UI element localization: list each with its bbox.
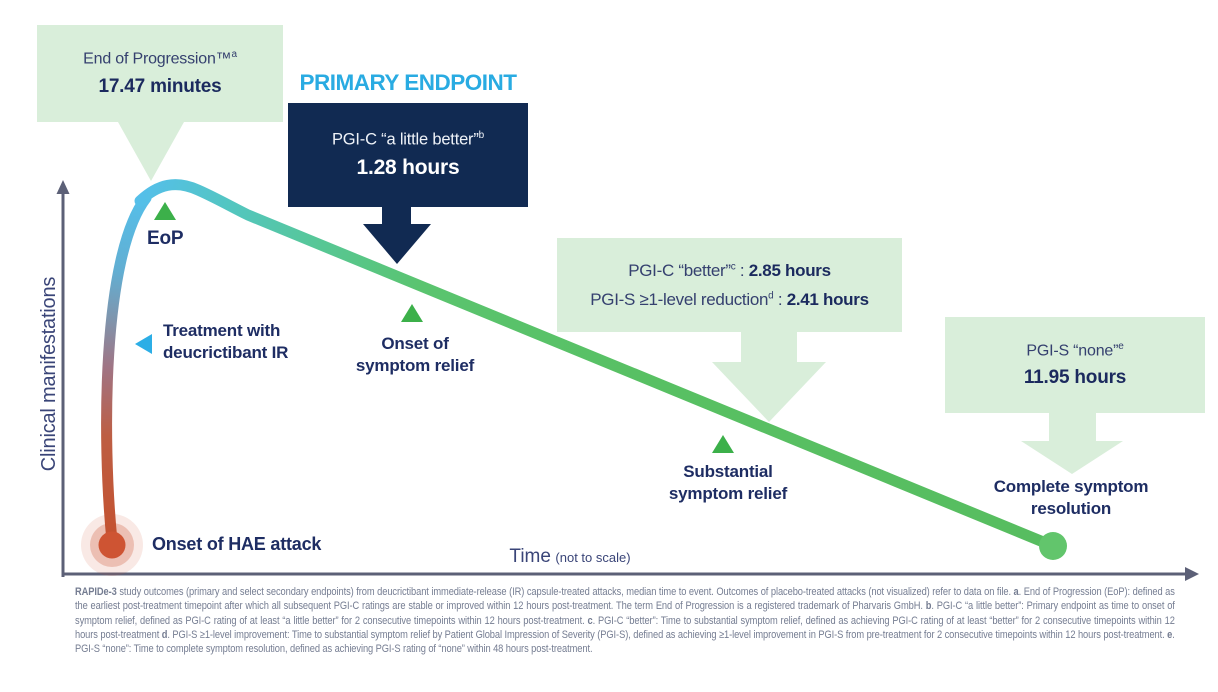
footnote-ref-b: b — [925, 600, 932, 613]
primary-callout-title-superscript: b — [478, 129, 485, 141]
y-axis-label: Clinical manifestations — [38, 276, 60, 472]
primary-endpoint-heading: PRIMARY ENDPOINT — [299, 70, 517, 95]
resolution-callout-arrow-head — [1021, 441, 1123, 474]
substantial-label-line2: symptom relief — [668, 484, 788, 503]
footnote: RAPIDe-3 study outcomes (primary and sel… — [75, 585, 1175, 656]
complete-curve-label: Complete symptom resolution — [971, 476, 1171, 520]
secondary-line1-value: 2.85 hours — [748, 260, 831, 280]
onset-curve-label: Onset of symptom relief — [330, 333, 500, 377]
resolution-callout-title: PGI-S “none”e — [1026, 341, 1123, 360]
secondary-callout-line1: PGI-C “better”c : 2.85 hours — [628, 261, 831, 281]
secondary-line2-label: PGI-S ≥1-level reduction — [590, 289, 769, 309]
resolution-callout-title-superscript: e — [1118, 340, 1124, 352]
primary-callout-value: 1.28 hours — [356, 156, 460, 180]
resolution-callout-box: PGI-S “none”e 11.95 hours — [945, 317, 1205, 413]
footnote-ref-c: c — [587, 614, 593, 627]
eop-callout-box: End of Progression™a 17.47 minutes — [37, 25, 283, 122]
substantial-curve-label: Substantial symptom relief — [638, 461, 818, 505]
secondary-line2-value: 2.41 hours — [786, 289, 869, 309]
footnote-study-name: RAPIDe-3 — [75, 586, 117, 598]
y-axis-arrowhead — [56, 180, 70, 194]
primary-callout-box: PGI-C “a little better”b 1.28 hours — [288, 103, 528, 207]
resolution-callout-arrow-stem — [1049, 411, 1096, 442]
x-axis-arrowhead — [1185, 567, 1199, 581]
curve-rising-segment — [101, 192, 152, 547]
secondary-callout-box: PGI-C “better”c : 2.85 hours PGI-S ≥1-le… — [557, 238, 902, 332]
resolution-callout-title-text: PGI-S “none” — [1026, 342, 1119, 360]
footnote-seg6: . PGI-S “none”: Time to complete symptom… — [75, 628, 1175, 656]
eop-callout-title: End of Progression™a — [83, 49, 237, 68]
secondary-callout-line2: PGI-S ≥1-level reductiond : 2.41 hours — [590, 289, 869, 310]
footnote-seg3: . PGI-C “a little better”: Primary endpo… — [75, 600, 1175, 627]
footnote-seg1: study outcomes (primary and select secon… — [116, 586, 1014, 598]
onset-marker-triangle — [401, 304, 423, 322]
secondary-line1-label: PGI-C “better” — [628, 260, 731, 280]
onset-label-line1: Onset of — [381, 334, 449, 353]
attack-start-dot — [98, 531, 126, 559]
treatment-curve-label: Treatment with deucrictibant IR — [163, 320, 288, 364]
attack-curve-label: Onset of HAE attack — [152, 534, 322, 554]
resolution-end-dot — [1039, 532, 1067, 560]
resolution-callout-value: 11.95 hours — [1023, 367, 1127, 389]
eop-curve-label: EoP — [147, 228, 184, 249]
footnote-seg4: . PGI-C “better”: Time to substantial sy… — [75, 614, 1175, 641]
x-axis-label-main: Time — [509, 546, 551, 567]
secondary-line1-separator: : — [735, 260, 749, 280]
treatment-marker-triangle — [135, 334, 152, 354]
footnote-ref-d: d — [161, 628, 168, 641]
treatment-label-line2: deucrictibant IR — [163, 343, 289, 362]
secondary-line2-separator: : — [773, 289, 787, 309]
secondary-callout-arrow-stem — [741, 330, 797, 363]
primary-callout-title: PGI-C “a little better”b — [332, 130, 484, 150]
primary-callout-arrow-head — [363, 224, 431, 264]
complete-label-line1: Complete symptom — [993, 477, 1149, 496]
eop-marker-triangle — [154, 202, 176, 220]
secondary-line2-superscript: d — [768, 289, 774, 301]
footnote-seg5b: post-treatment. — [1103, 628, 1168, 641]
footnote-seg5: . PGI-S ≥1-level improvement: Time to su… — [167, 628, 1104, 641]
footnote-ref-a: a — [1013, 586, 1019, 598]
primary-callout-title-text: PGI-C “a little better” — [331, 130, 479, 149]
primary-callout-arrow-stem — [382, 205, 411, 225]
substantial-label-line1: Substantial — [683, 462, 773, 481]
curve-descending-segment — [134, 179, 1059, 552]
x-axis-label: Time (not to scale) — [470, 546, 670, 568]
complete-label-line2: resolution — [1030, 499, 1112, 518]
eop-callout-value: 17.47 minutes — [98, 75, 222, 97]
eop-callout-arrow — [118, 122, 184, 181]
eop-callout-title-superscript: a — [231, 49, 237, 61]
secondary-callout-arrow-head — [712, 362, 826, 422]
onset-label-line2: symptom relief — [355, 356, 475, 375]
eop-callout-title-text: End of Progression™ — [83, 50, 232, 68]
footnote-seg2: . End of Progression (EoP): defined as t… — [75, 586, 1175, 613]
treatment-label-line1: Treatment with — [163, 321, 281, 340]
secondary-line1-superscript: c — [730, 260, 736, 272]
substantial-marker-triangle — [712, 435, 734, 453]
footnote-ref-e: e — [1167, 628, 1173, 641]
x-axis-label-note: (not to scale) — [555, 550, 631, 565]
